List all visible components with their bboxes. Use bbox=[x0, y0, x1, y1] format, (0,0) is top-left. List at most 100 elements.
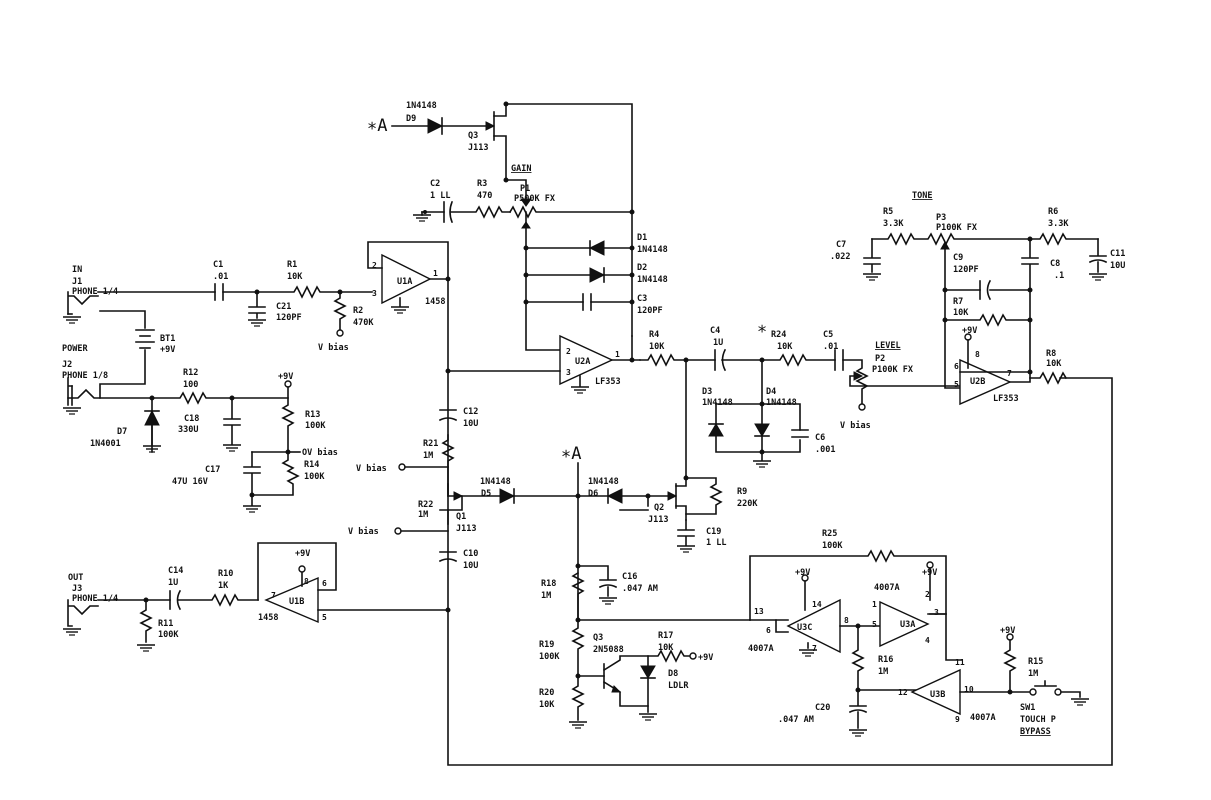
u1b-ref: U1B bbox=[289, 597, 304, 607]
c1-value: .01 bbox=[213, 272, 228, 282]
r9-value: 220K bbox=[737, 499, 758, 509]
r13-ref: R13 bbox=[305, 410, 320, 420]
c7-value: .022 bbox=[830, 252, 850, 262]
r7-value: 10K bbox=[953, 308, 969, 318]
u1a-pin3: 3 bbox=[372, 289, 377, 298]
opamp-u2b bbox=[959, 358, 1012, 406]
r20-value: 10K bbox=[539, 700, 555, 710]
output-section: OUT J3 PHONE 1/4 R11 100K C14 1U R10 1K … bbox=[62, 542, 451, 652]
capacitor-c11 bbox=[1088, 238, 1108, 273]
star-a-marker-2: ∗A bbox=[561, 444, 581, 464]
d7-ref: D7 bbox=[117, 427, 127, 437]
d4-ref: D4 bbox=[766, 387, 776, 397]
u3b-pin9: 9 bbox=[955, 715, 960, 724]
u3a-pin1: 1 bbox=[872, 600, 877, 609]
vcc-label-power: +9V bbox=[278, 372, 293, 382]
c3-ref: C3 bbox=[637, 294, 647, 304]
c20-value: .047 AM bbox=[778, 715, 814, 725]
level-section: R4 10K C4 1U ∗ R24 10K C5 .01 V bias LEV… bbox=[639, 319, 961, 479]
u2a-pin1: 1 bbox=[615, 350, 620, 359]
r21-vbias: V bias bbox=[356, 463, 387, 474]
sw1-value: TOUCH P bbox=[1020, 715, 1056, 725]
r6-value: 3.3K bbox=[1048, 219, 1069, 229]
r22-value: 1M bbox=[418, 510, 428, 520]
j2-value: PHONE 1/8 bbox=[62, 371, 108, 381]
d4-value: 1N4148 bbox=[766, 398, 797, 408]
c17-ref: C17 bbox=[205, 465, 220, 475]
diode-d3 bbox=[708, 423, 724, 437]
u3c-pin6: 6 bbox=[766, 626, 771, 635]
c6-ref: C6 bbox=[815, 433, 825, 443]
r8-ref: R8 bbox=[1046, 349, 1056, 359]
r12-value: 100 bbox=[183, 380, 198, 390]
p1-value: P500K FX bbox=[514, 194, 555, 204]
u3b-pin10: 10 bbox=[964, 685, 974, 694]
capacitor-c16 bbox=[577, 565, 618, 597]
power-label: POWER bbox=[62, 344, 88, 354]
star-marker: ∗ bbox=[757, 319, 767, 339]
u1b-pin8: 8 bbox=[304, 577, 309, 586]
u2b-pin6: 6 bbox=[954, 362, 959, 371]
c5-ref: C5 bbox=[823, 330, 833, 340]
capacitor-c8 bbox=[1021, 238, 1039, 291]
r11-value: 100K bbox=[158, 630, 179, 640]
r18-ref: R18 bbox=[541, 579, 556, 589]
diode-d1 bbox=[588, 240, 605, 256]
u2a-pin2: 2 bbox=[566, 347, 571, 356]
r24-ref: R24 bbox=[771, 330, 786, 340]
pot-p2 bbox=[842, 359, 869, 405]
r12-ref: R12 bbox=[183, 368, 198, 378]
q2-ref: Q2 bbox=[654, 503, 664, 513]
capacitor-c20 bbox=[848, 689, 919, 729]
u1a-ref: U1A bbox=[397, 277, 412, 287]
r19-value: 100K bbox=[539, 652, 560, 662]
c21-ref: C21 bbox=[276, 302, 291, 312]
opamp-u1b bbox=[264, 576, 319, 624]
q3b-value: 2N5088 bbox=[593, 645, 624, 655]
opamp-u1a bbox=[381, 253, 432, 305]
q3-value: J113 bbox=[468, 143, 488, 153]
bypass-label: BYPASS bbox=[1020, 727, 1051, 737]
d6-value: 1N4148 bbox=[588, 477, 619, 487]
battery-bt1 bbox=[99, 310, 146, 329]
d7-value: 1N4001 bbox=[90, 439, 121, 449]
tone-label: TONE bbox=[912, 191, 932, 201]
u3c-pin8: 8 bbox=[844, 616, 849, 625]
vcc-label-u3c: +9V bbox=[795, 568, 810, 578]
r4-value: 10K bbox=[649, 342, 665, 352]
u1b-type: 1458 bbox=[258, 613, 278, 623]
c4-value: 1U bbox=[713, 338, 723, 348]
j2-ref: J2 bbox=[62, 360, 72, 370]
r10-ref: R10 bbox=[218, 569, 233, 579]
u3a-pin5: 5 bbox=[872, 620, 877, 629]
c12-value: 10U bbox=[463, 419, 478, 429]
r22-ref: R22 bbox=[418, 500, 433, 510]
c19-value: 1 LL bbox=[706, 538, 726, 548]
r16-ref: R16 bbox=[878, 655, 893, 665]
d1-value: 1N4148 bbox=[637, 245, 668, 255]
r16-value: 1M bbox=[878, 667, 888, 677]
diode-d7 bbox=[144, 409, 160, 426]
r6-ref: R6 bbox=[1048, 207, 1058, 217]
r10-value: 1K bbox=[218, 581, 229, 591]
p1-ref: P1 bbox=[520, 184, 530, 194]
c2-ref: C2 bbox=[430, 179, 440, 189]
gain-label: GAIN bbox=[511, 164, 531, 174]
u3a-ref: U3A bbox=[900, 620, 915, 630]
r1-value: 10K bbox=[287, 272, 303, 282]
c1-ref: C1 bbox=[213, 260, 223, 270]
power-section: POWER J2 PHONE 1/8 BT1 +9V R12 100 D7 1N… bbox=[62, 310, 338, 513]
r1-ref: R1 bbox=[287, 260, 297, 270]
u1a-pin2: 2 bbox=[372, 261, 377, 270]
p3-value: P100K FX bbox=[936, 223, 977, 233]
vcc-label-r15: +9V bbox=[1000, 626, 1015, 636]
r17-value: 10K bbox=[658, 643, 674, 653]
c17-value: 47U 16V bbox=[172, 477, 208, 487]
u2b-pin8: 8 bbox=[975, 350, 980, 359]
r15-value: 1M bbox=[1028, 669, 1038, 679]
u3c-pin14: 14 bbox=[812, 600, 822, 609]
led-d8 bbox=[640, 665, 656, 679]
c16-ref: C16 bbox=[622, 572, 637, 582]
u3a-pin3: 3 bbox=[934, 608, 939, 617]
